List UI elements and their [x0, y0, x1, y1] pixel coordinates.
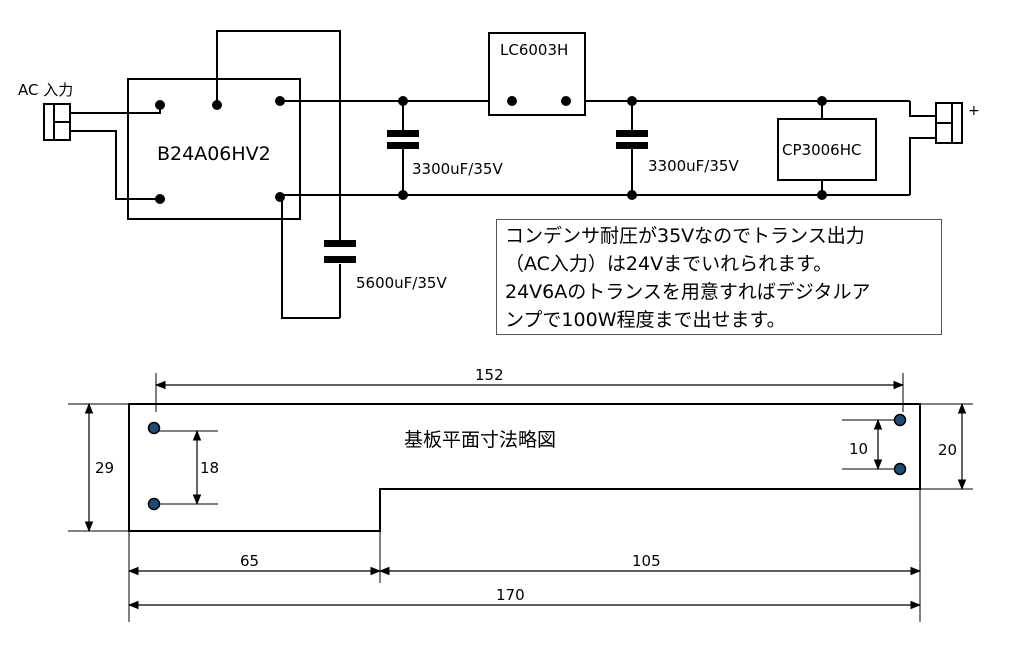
cap1-plate-bottom: [387, 142, 419, 149]
dim-left-height: 29: [95, 459, 114, 477]
positive-rail-to-output: [909, 101, 936, 117]
pin-rect-ac2: [155, 194, 165, 204]
junction-cap2-bottom: [627, 190, 637, 200]
dim-hole-span: 152: [475, 366, 504, 384]
rectifier-label: B24A06HV2: [157, 143, 271, 165]
cap3-plate-bottom: [324, 256, 356, 263]
mounting-holes: [147, 413, 907, 511]
pin-reg-out: [561, 96, 571, 106]
wire-return: [281, 197, 340, 319]
mounting-hole-right-bottom: [893, 462, 907, 476]
dim-right-width: 105: [632, 552, 661, 570]
pin-rect-minus: [275, 192, 285, 202]
dim-left-width: 65: [240, 552, 259, 570]
junction-cap2-top: [627, 96, 637, 106]
cap3-label: 5600uF/35V: [356, 274, 447, 292]
cap2-plate-top: [616, 130, 648, 137]
pin-reg-in: [507, 96, 517, 106]
output-plus-label: +: [968, 103, 980, 119]
junction-dots: [155, 96, 827, 204]
wire-feedback: [216, 30, 341, 240]
board-drawing: [68, 373, 973, 622]
protector-box: [777, 118, 877, 181]
pin-rect-plus: [275, 96, 285, 106]
rectifier-box: [127, 78, 301, 220]
note-line: ンプで100W程度まで出せます。: [505, 309, 786, 331]
output-connector: [935, 102, 963, 144]
cap2-plate-bottom: [616, 142, 648, 149]
protector-label: CP3006HC: [782, 141, 861, 159]
regulator-label: LC6003H: [500, 41, 568, 59]
pin-rect-mid: [212, 100, 222, 110]
mounting-hole-left-bottom: [147, 497, 161, 511]
junction-cap1-bottom: [398, 190, 408, 200]
ac-wire-top: [70, 106, 161, 114]
ac-wire-bottom: [70, 130, 160, 200]
negative-rail-to-output: [909, 137, 936, 195]
note-line: （AC入力）は24Vまでいれられます。: [505, 253, 833, 275]
board-outline: [128, 403, 921, 532]
junction-protector-top: [817, 96, 827, 106]
extension-lines: [68, 373, 973, 622]
note-line: 24V6Aのトランスを用意すればデジタルア: [505, 281, 871, 303]
cap1-label: 3300uF/35V: [412, 160, 503, 178]
dim-left-hole-pitch: 18: [200, 459, 219, 477]
capacitor-plates: [324, 130, 648, 263]
dim-right-hole-pitch: 10: [849, 440, 868, 458]
junction-protector-bottom: [817, 190, 827, 200]
cap3-plate-top: [324, 240, 356, 247]
mounting-hole-right-top: [893, 413, 907, 427]
junction-cap1-top: [398, 96, 408, 106]
dim-total-width: 170: [496, 586, 525, 604]
dim-right-height: 20: [938, 441, 957, 459]
dimension-lines: [84, 380, 967, 610]
note-box: コンデンサ耐圧が35Vなのでトランス出力 （AC入力）は24Vまでいれられます。…: [496, 219, 942, 335]
cap2-label: 3300uF/35V: [648, 157, 739, 175]
note-line: コンデンサ耐圧が35Vなのでトランス出力: [505, 225, 865, 247]
ac-input-label: AC 入力: [18, 81, 73, 99]
ac-input-connector: [43, 103, 71, 141]
mounting-hole-left-top: [147, 421, 161, 435]
board-title: 基板平面寸法略図: [404, 429, 556, 451]
pin-rect-ac1: [155, 100, 165, 110]
schematic: [43, 30, 963, 319]
cap1-plate-top: [387, 130, 419, 137]
